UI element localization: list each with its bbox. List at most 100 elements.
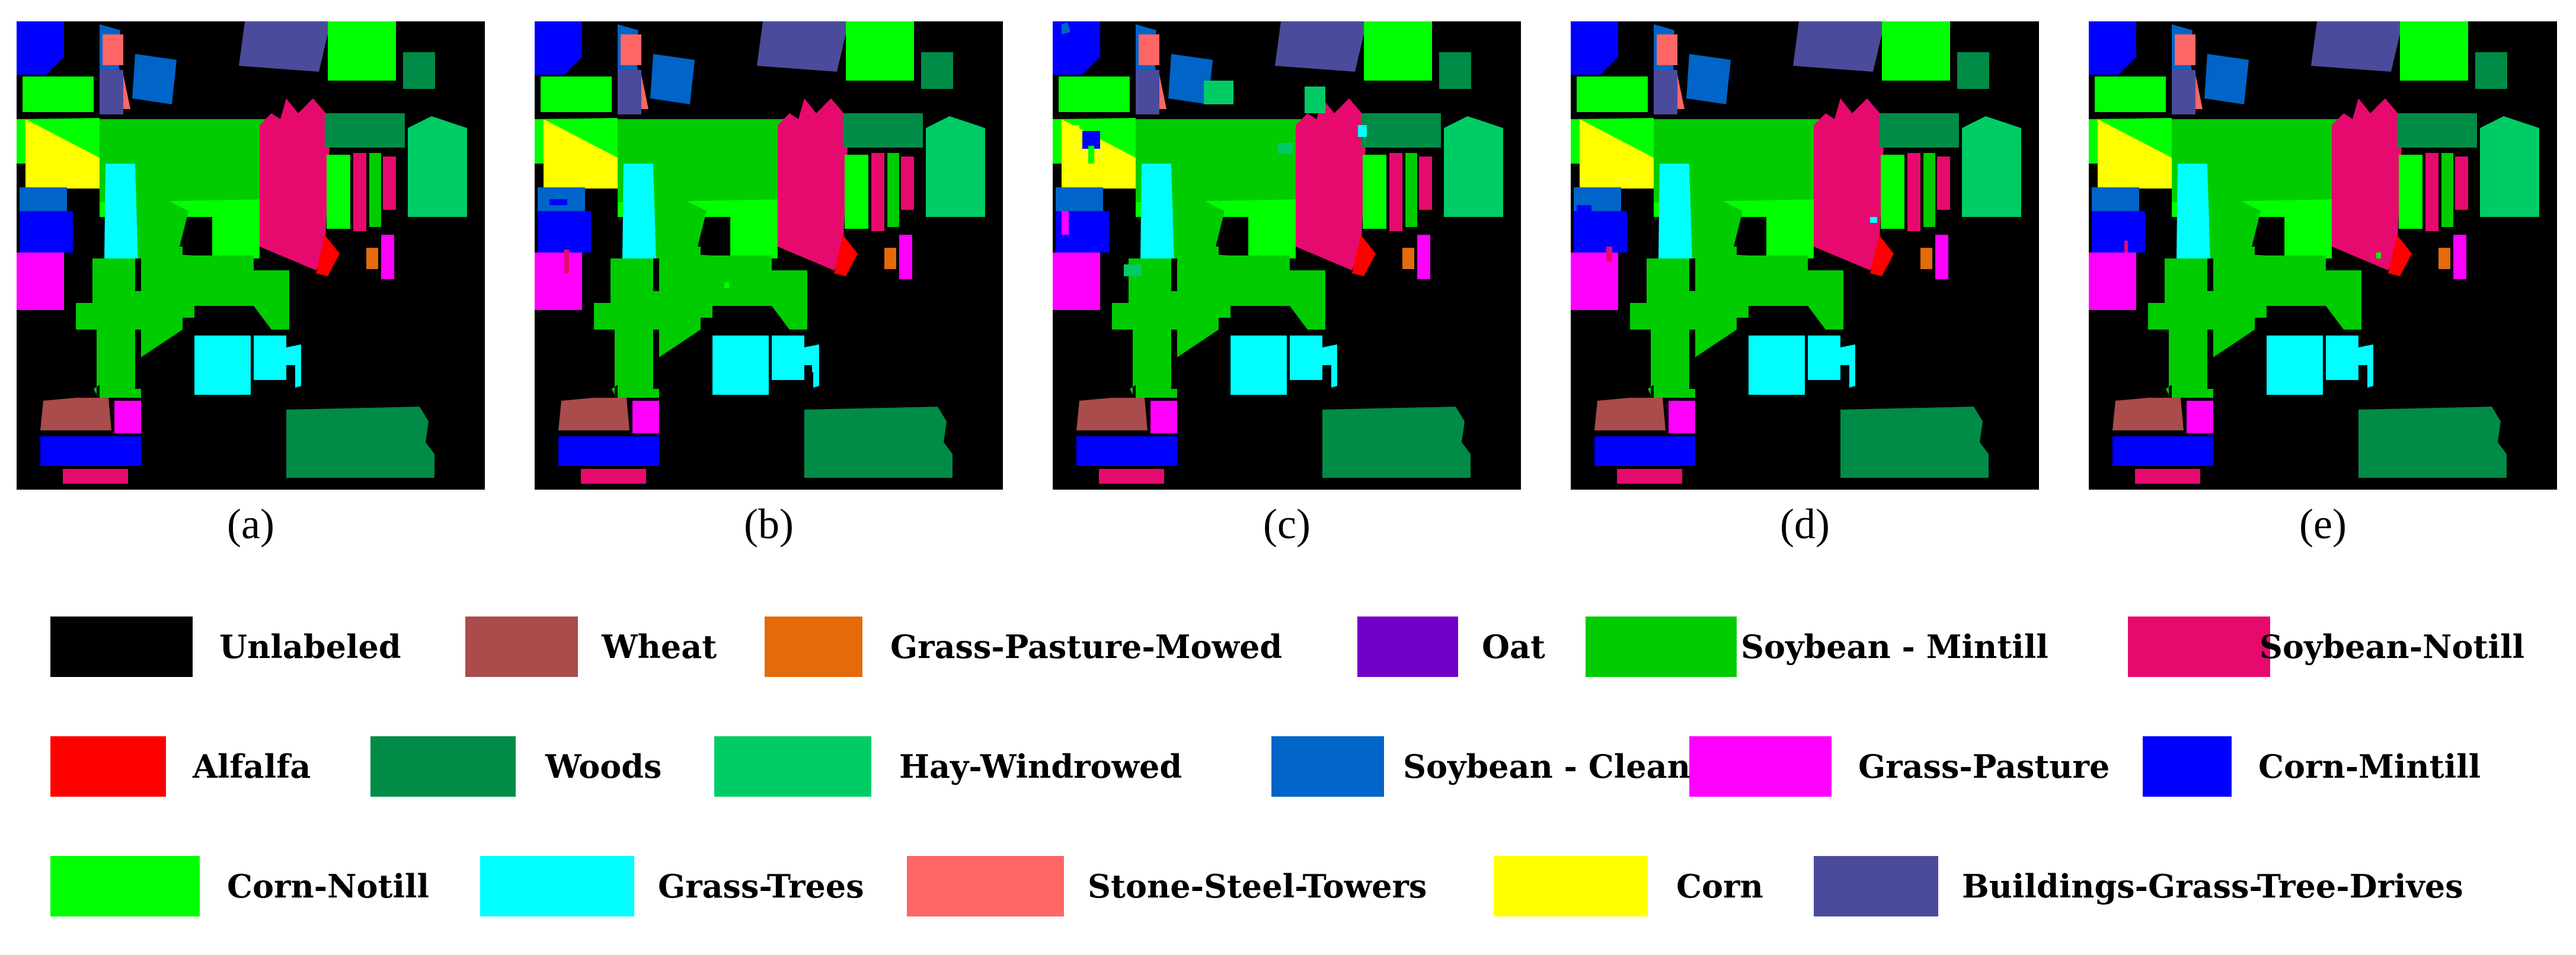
class-region: [2092, 187, 2139, 211]
legend-swatch: [1586, 617, 1737, 677]
legend-swatch: [1689, 736, 1832, 797]
panel-label-d: (d): [1780, 500, 1830, 548]
class-region: [2172, 70, 2195, 114]
class-region: [2124, 241, 2128, 253]
class-region: [2187, 401, 2213, 433]
class-region: [2326, 270, 2361, 330]
class-region: [778, 98, 849, 270]
class-region: [1840, 344, 1855, 388]
class-region: [1062, 119, 1136, 189]
class-region: [1139, 34, 1159, 65]
class-region: [25, 119, 100, 189]
class-region: [403, 52, 435, 89]
class-region: [1088, 146, 1094, 164]
class-region: [1793, 21, 1885, 72]
class-region: [1749, 336, 1805, 395]
class-region: [2311, 21, 2403, 72]
class-region: [544, 119, 618, 189]
class-region: [383, 156, 396, 210]
class-region: [650, 54, 695, 104]
class-region: [1657, 34, 1677, 65]
legend-label: Soybean - Clean: [1403, 748, 1690, 785]
class-region: [2112, 398, 2184, 430]
legend-swatch: [907, 856, 1064, 916]
class-region: [621, 34, 641, 65]
class-region: [1419, 156, 1432, 210]
class-region: [1056, 187, 1103, 211]
class-region: [100, 70, 123, 114]
class-region: [2376, 253, 2381, 258]
panel-label-c: (c): [1263, 500, 1311, 548]
class-region: [901, 156, 914, 210]
legend-label: Corn-Notill: [227, 867, 429, 905]
class-region: [804, 344, 819, 388]
class-region: [1808, 270, 1843, 330]
class-region: [2425, 153, 2438, 231]
legend-label: Woods: [545, 748, 662, 785]
class-region: [1053, 21, 1100, 75]
class-region: [1840, 407, 1989, 478]
class-region: [114, 401, 141, 433]
class-region: [1136, 70, 1159, 114]
class-region: [20, 211, 73, 253]
class-region: [1881, 155, 1904, 229]
class-region: [712, 255, 772, 306]
class-region: [2095, 76, 2166, 112]
class-region: [286, 407, 434, 478]
class-region: [135, 164, 188, 258]
class-region: [1937, 156, 1950, 210]
legend-label: Corn-Mintill: [2258, 748, 2481, 785]
class-region: [2098, 119, 2172, 189]
class-region: [1689, 164, 1743, 258]
class-region: [2207, 164, 2261, 258]
class-region: [2438, 248, 2450, 269]
class-region: [2089, 253, 2136, 310]
class-region: [662, 253, 712, 318]
classification-map-d: [1571, 21, 2039, 490]
class-region: [1698, 253, 1749, 318]
class-region: [254, 270, 289, 330]
class-region: [1580, 119, 1654, 189]
panel-label-e: (e): [2299, 500, 2347, 548]
class-region: [2441, 153, 2453, 227]
class-region: [1669, 401, 1695, 433]
class-region: [381, 235, 394, 279]
class-region: [1814, 98, 1885, 270]
class-region: [1171, 164, 1225, 258]
class-region: [899, 235, 912, 279]
class-region: [1124, 264, 1142, 276]
class-region: [1099, 469, 1164, 484]
class-region: [1290, 270, 1325, 330]
class-region: [2267, 336, 2323, 395]
legend-label: Soybean-Notill: [2259, 628, 2525, 666]
class-region: [2135, 469, 2200, 484]
class-region: [2267, 255, 2326, 306]
legend-swatch: [50, 856, 200, 916]
class-region: [40, 398, 111, 430]
class-region: [2358, 407, 2507, 478]
legend-label: Grass-Trees: [658, 867, 864, 905]
class-region: [1352, 235, 1376, 276]
class-region: [1577, 76, 1648, 112]
legend-swatch: [480, 856, 634, 916]
class-region: [327, 155, 350, 229]
class-region: [541, 76, 612, 112]
class-region: [2388, 235, 2412, 276]
class-region: [535, 21, 582, 75]
class-region: [1808, 336, 1840, 380]
legend-swatch: [1494, 856, 1648, 916]
class-region: [194, 255, 254, 306]
class-region: [325, 113, 405, 148]
class-region: [2332, 98, 2403, 270]
class-region: [1870, 217, 1877, 223]
class-region: [843, 113, 923, 148]
class-region: [286, 344, 301, 388]
class-region: [558, 398, 629, 430]
class-region: [328, 21, 396, 81]
class-region: [2175, 34, 2195, 65]
class-region: [622, 164, 656, 258]
class-region: [1402, 248, 1414, 269]
class-region: [1879, 113, 1959, 148]
class-region: [132, 54, 177, 104]
class-region: [581, 469, 646, 484]
